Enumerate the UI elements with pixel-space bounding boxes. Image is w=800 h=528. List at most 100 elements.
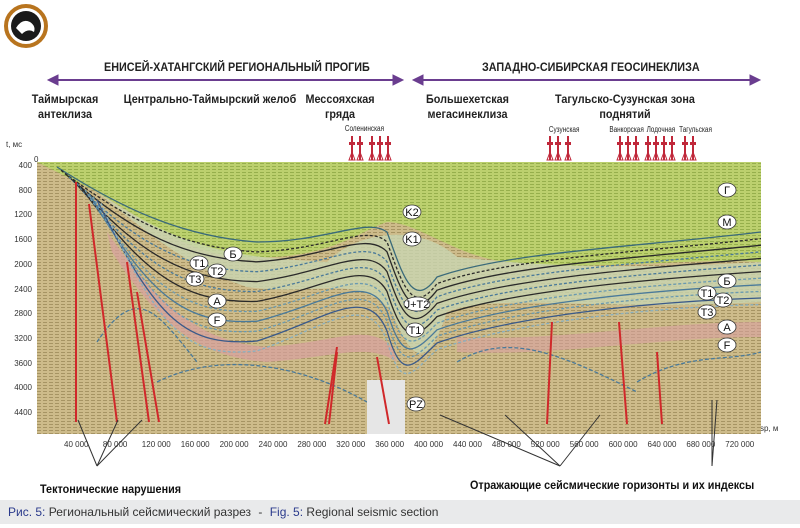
caption-separator: - — [258, 505, 263, 519]
region-title-west-siberian: ЗАПАДНО-СИБИРСКАЯ ГЕОСИНЕКЛИЗА — [482, 60, 700, 74]
structure-tagul-suzun-uplift-zone: Тагульско-Сузунская зона поднятий — [555, 92, 695, 121]
fault-line — [324, 346, 338, 425]
triassic-band-right — [457, 322, 761, 353]
horizon-label: М — [717, 214, 737, 230]
horizon-label: A — [207, 293, 227, 309]
x-tick-label: 80 000 — [102, 440, 128, 449]
region-arrows — [46, 74, 762, 86]
x-tick-label: 720 000 — [725, 440, 755, 449]
jurassic-fill — [97, 192, 761, 354]
svg-text:T2: T2 — [717, 295, 730, 307]
well-icon — [384, 136, 392, 161]
seismic-horizon — [76, 183, 761, 327]
well-icons — [348, 136, 697, 161]
fault-line — [328, 351, 338, 425]
seismic-horizon — [92, 196, 761, 358]
well-label-suzun: Сузунская — [548, 125, 580, 134]
horizon-label: K1 — [402, 231, 422, 247]
well-icon — [624, 136, 632, 161]
x-tick-label: 360 000 — [375, 440, 405, 449]
cretaceous-fill — [37, 162, 761, 266]
x-tick-label: 640 000 — [647, 440, 677, 449]
svg-text:K2: K2 — [405, 207, 418, 219]
y-tick-label: 800 — [18, 185, 32, 195]
x-tick-label: 440 000 — [453, 440, 482, 449]
well-icon — [546, 136, 554, 161]
well-icon — [356, 136, 364, 161]
well-icon — [660, 136, 668, 161]
x-tick-label: 680 000 — [686, 440, 716, 449]
y-tick-label: 4000 — [14, 383, 32, 393]
y-tick-label: 1600 — [14, 235, 32, 245]
seismic-horizon — [80, 186, 761, 335]
y-tick-label: 4400 — [14, 408, 32, 417]
fault-line — [376, 356, 390, 425]
well-icon — [681, 136, 689, 161]
svg-text:A: A — [213, 296, 221, 308]
horizon-label: F — [717, 337, 737, 353]
well-icon — [668, 136, 676, 161]
svg-text:PZ: PZ — [409, 399, 423, 411]
seismic-horizon — [100, 203, 761, 375]
svg-text:K1: K1 — [405, 234, 418, 246]
x-tick-label: 320 000 — [336, 440, 366, 449]
seismic-horizon — [96, 199, 761, 366]
region-title-yenisei-khatanga: ЕНИСЕЙ-ХАТАНГСКИЙ РЕГИОНАЛЬНЫЙ ПРОГИБ — [104, 60, 370, 74]
x-tick-label: 40 000 — [64, 440, 89, 449]
well-icon — [368, 136, 376, 161]
well-label-solenin: Соленинская — [344, 124, 385, 133]
svg-text:T2: T2 — [211, 266, 224, 278]
well-icon — [376, 136, 384, 161]
horizon-label: J+T2 — [403, 296, 431, 312]
x-tick-label: 120 000 — [141, 440, 171, 449]
horizon-label: T3 — [185, 271, 205, 287]
structure-taymyr-anteclise: Таймырская антеклиза — [31, 92, 99, 121]
y-tick-label: 3200 — [14, 333, 32, 343]
basement-horizon — [96, 308, 198, 363]
x-tick-label: 520 000 — [530, 440, 560, 449]
triassic-band — [107, 232, 397, 362]
horizon-label: A — [717, 319, 737, 335]
y-tick-label: 3600 — [14, 358, 32, 368]
seismic-horizon — [60, 169, 761, 298]
well-icon — [689, 136, 697, 161]
svg-text:Б: Б — [723, 276, 730, 288]
svg-text:Г: Г — [724, 185, 730, 197]
left-region-arrow — [46, 74, 405, 86]
x-tick-label: 560 000 — [569, 440, 599, 449]
structure-central-taymyr-trough: Центрально-Таймырский желоб — [123, 92, 297, 106]
journal-logo — [4, 4, 48, 48]
y-tick-label: 2800 — [14, 309, 32, 319]
seismic-horizon — [84, 189, 761, 342]
well-icon — [564, 136, 572, 161]
well-icon — [348, 136, 356, 161]
svg-text:T1: T1 — [409, 325, 422, 337]
x-tick-label: 240 000 — [258, 440, 288, 449]
horizon-label: T1 — [405, 322, 425, 338]
horizon-label: T1 — [189, 255, 209, 271]
seismic-horizon — [88, 193, 761, 350]
fault-line — [126, 261, 150, 423]
basement-horizon — [456, 346, 638, 393]
caption-en-text: Regional seismic section — [306, 505, 439, 519]
y-tick-label: 1200 — [14, 210, 32, 220]
x-axis-label: sp, м — [760, 424, 779, 433]
y-tick-label: 400 — [18, 161, 32, 170]
leader-lines — [77, 400, 718, 467]
x-tick-label: 200 000 — [219, 440, 249, 449]
horizon-label: K2 — [402, 204, 422, 220]
structure-messoyakha-ridge: Мессояхская гряда — [305, 92, 375, 121]
horizon-label: Г — [717, 182, 737, 198]
horizon-label: PZ — [406, 396, 426, 412]
horizon-label: T3 — [697, 304, 717, 320]
seismic-horizon — [56, 166, 761, 292]
svg-text:М: М — [722, 217, 731, 229]
annotation-faults: Тектонические нарушения — [40, 482, 182, 496]
x-tick-label: 400 000 — [414, 440, 444, 449]
svg-text:Б: Б — [229, 249, 236, 261]
x-tick-label: 280 000 — [297, 440, 327, 449]
svg-text:T3: T3 — [189, 274, 202, 286]
horizon-label: Б — [223, 246, 243, 262]
basement-horizon — [636, 351, 761, 383]
